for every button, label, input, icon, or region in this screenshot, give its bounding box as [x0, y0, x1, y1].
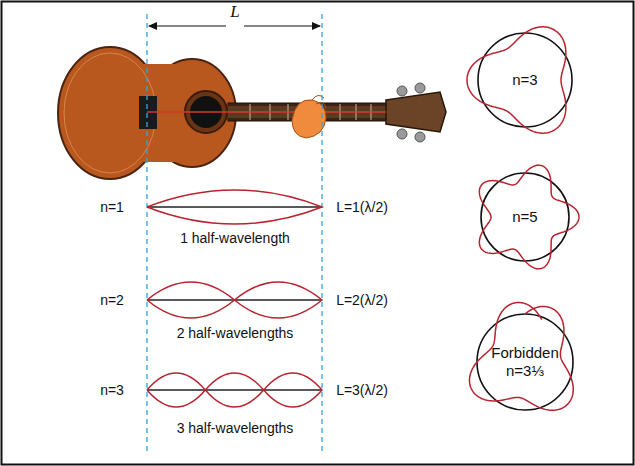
dimension-arrow — [148, 22, 321, 30]
orbit-circle-line — [481, 173, 569, 261]
guide-line — [146, 14, 147, 452]
text-holder: n=3 — [463, 18, 587, 142]
orbit-circle: Forbiddenn=3⅓ — [461, 298, 589, 426]
orbit-label: Forbidden — [491, 344, 559, 362]
length-formula: L=3(λ/2) — [336, 382, 388, 398]
electron-wave — [467, 27, 566, 133]
text-holder: Forbiddenn=3⅓ — [461, 298, 589, 426]
mode-number: n=2 — [100, 292, 124, 308]
guide-line — [321, 14, 322, 452]
mode-number: n=1 — [100, 199, 124, 215]
orbit-circle-line — [477, 314, 573, 410]
orbit-label: n=5 — [512, 208, 537, 226]
length-formula: L=2(λ/2) — [336, 292, 388, 308]
electron-wave — [479, 165, 579, 269]
dimension-label: L — [230, 4, 239, 20]
guitar-illustration — [58, 47, 446, 179]
mode-caption: 1 half-wavelength — [180, 230, 290, 246]
orbit-circle-line — [478, 33, 572, 127]
orbit-circle: n=3 — [463, 18, 587, 142]
length-formula: L=1(λ/2) — [336, 199, 388, 215]
standing-wave — [147, 190, 322, 407]
mode-caption: 2 half-wavelengths — [177, 325, 294, 341]
text-holder: n=5 — [467, 159, 583, 275]
orbit-circle: n=5 — [467, 159, 583, 275]
mode-caption: 3 half-wavelengths — [177, 420, 294, 436]
orbit-label: n=3 — [512, 71, 537, 89]
orbit-label: n=3⅓ — [506, 362, 544, 380]
mode-number: n=3 — [100, 382, 124, 398]
electron-wave — [469, 303, 573, 411]
